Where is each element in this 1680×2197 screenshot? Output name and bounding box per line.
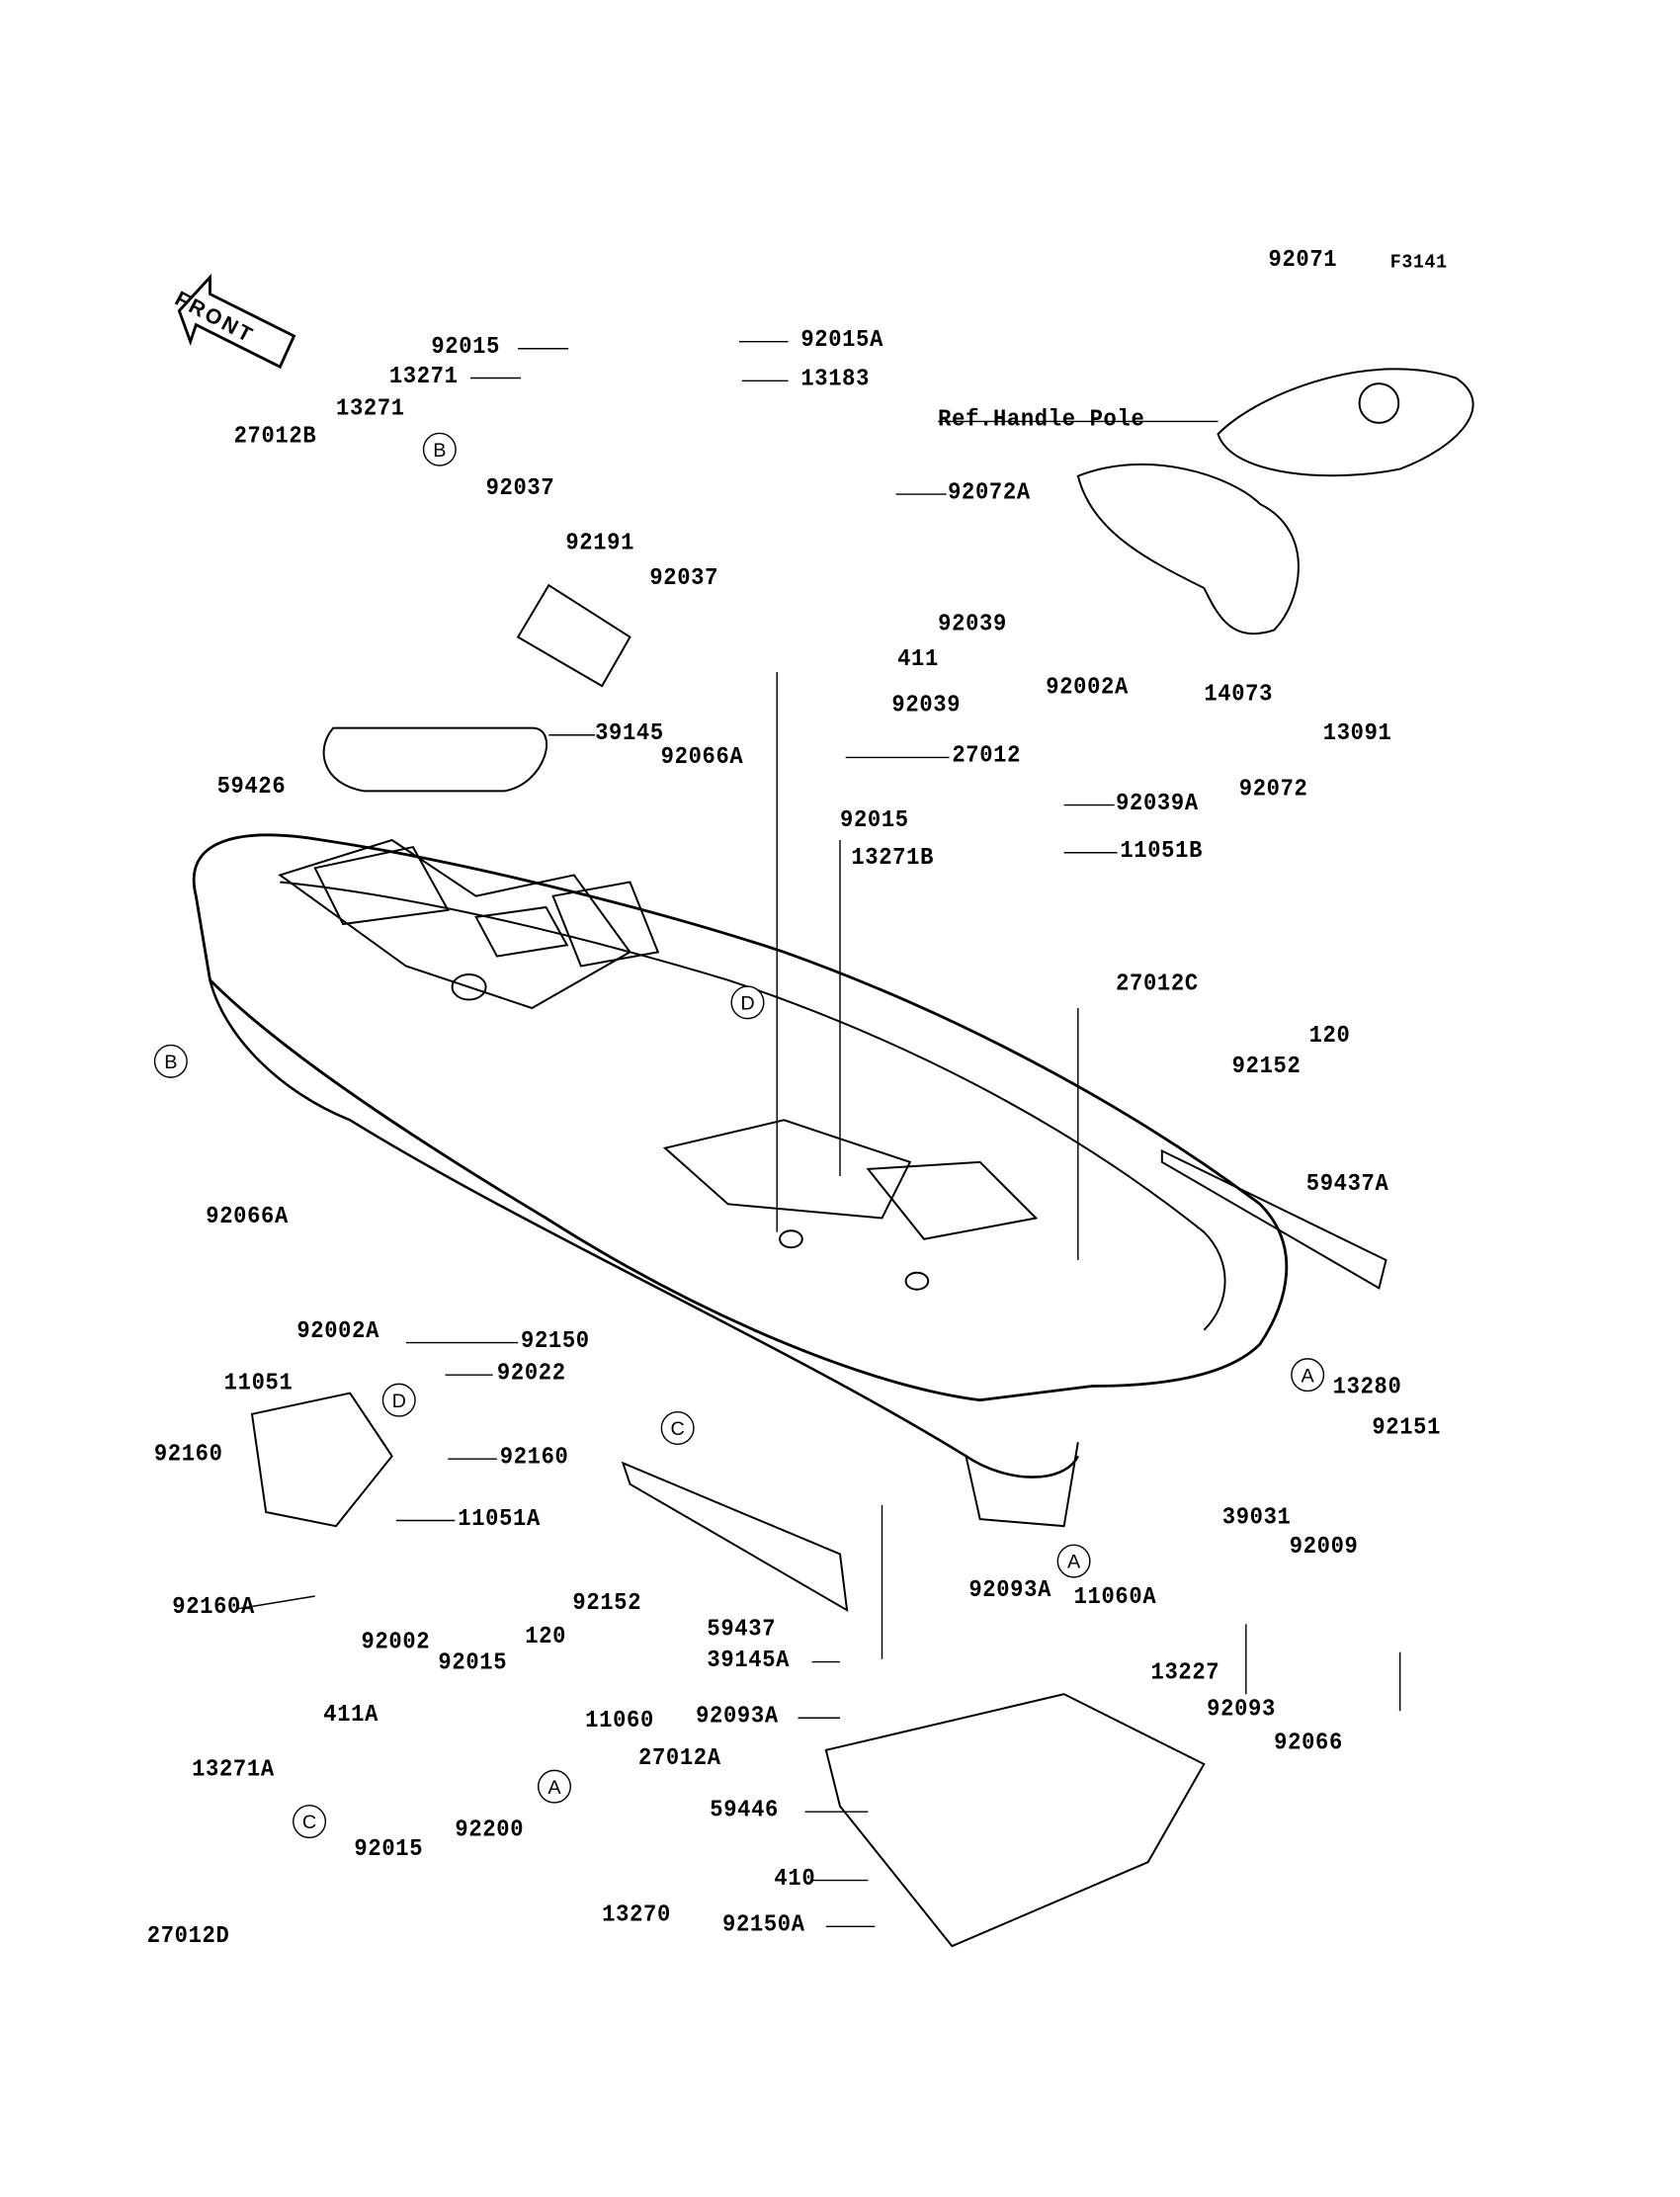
- callout-label: 13271A: [192, 1756, 275, 1784]
- callout-label: 92150A: [722, 1912, 805, 1940]
- callout-label: 92160: [499, 1445, 569, 1472]
- callout-label: 11051A: [458, 1506, 541, 1534]
- seat-14073: [1076, 464, 1300, 635]
- callout-label: 92015: [840, 807, 909, 835]
- reference-marker: D: [381, 1383, 416, 1417]
- callout-label: 92072: [1238, 777, 1308, 804]
- callout-label: 92071: [1268, 247, 1338, 275]
- reference-marker: A: [1291, 1358, 1325, 1393]
- seat-gasket-39145: [322, 726, 548, 793]
- front-arrow-icon: [177, 273, 296, 370]
- callout-label: 92022: [496, 1361, 566, 1388]
- callout-label: 11060A: [1073, 1584, 1157, 1612]
- handle-pole-cover: [1217, 368, 1474, 477]
- callout-label: 92039A: [1116, 791, 1199, 818]
- callout-label: 13183: [800, 367, 871, 394]
- callout-label: 92093A: [696, 1704, 779, 1732]
- callout-label: 92039: [938, 612, 1007, 639]
- callout-label: 92160A: [172, 1594, 255, 1622]
- callout-label: 39031: [1221, 1504, 1292, 1532]
- reference-marker: A: [538, 1769, 572, 1804]
- callout-label: 27012D: [146, 1923, 230, 1951]
- callout-label: 92002A: [1046, 674, 1129, 702]
- callout-label: 120: [525, 1624, 567, 1651]
- callout-label: 92072A: [948, 479, 1031, 507]
- pipe-92191: [516, 583, 631, 688]
- callout-label: 27012B: [233, 424, 317, 452]
- callout-label: 11051B: [1120, 838, 1204, 866]
- callout-label: 27012A: [638, 1745, 721, 1773]
- callout-label: 92015: [438, 1650, 508, 1678]
- reference-marker: B: [153, 1044, 188, 1078]
- callout-label: 39145: [595, 720, 664, 748]
- callout-label: 27012: [952, 743, 1022, 771]
- callout-label: 39145A: [707, 1648, 791, 1675]
- callout-label: 92009: [1289, 1534, 1359, 1562]
- leader-lines: [237, 340, 1401, 1928]
- callout-label: 13271: [388, 364, 459, 391]
- callout-label: 27012C: [1116, 972, 1199, 999]
- callout-label: 59437: [707, 1617, 777, 1645]
- reference-marker: C: [293, 1805, 327, 1839]
- reference-note: Ref.Handle Pole: [938, 407, 1145, 435]
- callout-label: 59446: [710, 1798, 780, 1824]
- callout-label: 92191: [565, 530, 635, 557]
- callout-label: 92037: [649, 565, 719, 593]
- callout-label: 92015A: [800, 327, 884, 355]
- callout-label: 14073: [1204, 681, 1274, 709]
- callout-label: 92200: [455, 1817, 525, 1844]
- callout-label: 92066A: [206, 1204, 289, 1231]
- callout-label: 13227: [1150, 1660, 1220, 1688]
- callout-label: 92002: [361, 1630, 431, 1656]
- callout-label: 11051: [223, 1370, 294, 1397]
- callout-label: 59437A: [1305, 1171, 1389, 1199]
- callout-label: 92039: [891, 693, 962, 720]
- callout-label: 92150: [521, 1328, 590, 1356]
- callout-label: 92015: [354, 1836, 424, 1864]
- callout-label: 92152: [572, 1590, 642, 1618]
- callout-label: 92152: [1231, 1054, 1302, 1081]
- callout-label: 92002A: [296, 1318, 380, 1346]
- callout-label: 411A: [323, 1702, 379, 1730]
- callout-label: 92093A: [968, 1577, 1052, 1605]
- grate-59446: [824, 1693, 1206, 1948]
- bracket-11051: [250, 1392, 393, 1528]
- callout-label: 59426: [216, 774, 287, 802]
- hull-body: [192, 833, 1289, 1528]
- callout-label: 13271B: [851, 845, 935, 873]
- rubbing-strip-59437A: [1160, 1148, 1387, 1290]
- rubbing-strip-59437: [621, 1461, 849, 1613]
- reference-marker: A: [1056, 1544, 1091, 1578]
- callout-label: 92037: [485, 475, 555, 503]
- callout-label: 13091: [1322, 720, 1392, 748]
- callout-label: 411: [897, 646, 939, 674]
- callout-label: 92151: [1372, 1415, 1442, 1443]
- callout-label: 92015: [431, 334, 501, 362]
- callout-label: 120: [1308, 1023, 1351, 1051]
- callout-label: 92093: [1207, 1697, 1276, 1724]
- callout-label: 92066: [1274, 1731, 1343, 1757]
- callout-label: 13280: [1332, 1375, 1402, 1402]
- callout-label: 92160: [153, 1442, 223, 1470]
- diagram-code: F3141: [1389, 252, 1448, 275]
- reference-marker: C: [660, 1411, 695, 1446]
- callout-label: 410: [774, 1866, 816, 1894]
- reference-marker: D: [730, 985, 765, 1020]
- reference-marker: B: [422, 432, 457, 466]
- callout-label: 13270: [602, 1902, 671, 1930]
- callout-label: 11060: [585, 1708, 654, 1735]
- callout-label: 92066A: [660, 744, 744, 772]
- callout-label: 13271: [336, 395, 405, 423]
